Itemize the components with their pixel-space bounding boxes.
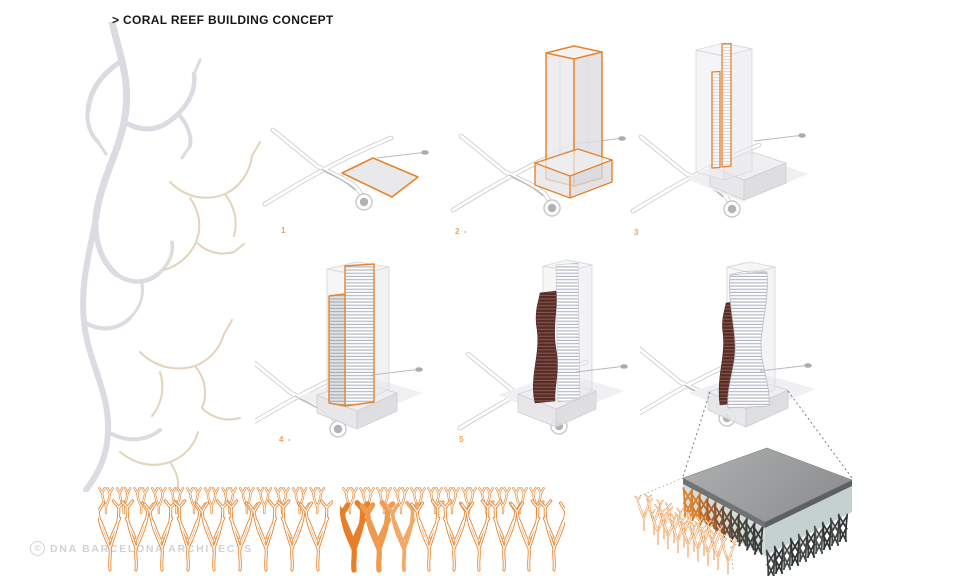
core-slabs: [711, 42, 732, 169]
coral-band-filled: [340, 486, 565, 576]
podium: [534, 148, 613, 199]
construction-guides: [636, 477, 766, 571]
diagram-step-2-envelope: [450, 45, 627, 240]
step-number-2: 2 -: [455, 227, 468, 236]
dark-coral-tower: [533, 290, 558, 404]
page-title: > CORAL REEF BUILDING CONCEPT: [112, 13, 334, 27]
diagram-step-3-core-slabs: [630, 42, 808, 240]
slab-detail: [630, 447, 853, 576]
step-number-4: 4 -: [279, 435, 292, 444]
slab-edge-left: [683, 478, 765, 528]
slab-edge-right: [765, 480, 852, 528]
step-number-1: 1: [281, 226, 287, 235]
diagram-step-6-final-towers: [640, 261, 816, 455]
backdrop-right: [765, 486, 852, 556]
light-tower: [555, 262, 581, 403]
copyright-icon: ©: [30, 541, 45, 556]
diagram-step-4-stacked-floors: [255, 261, 424, 455]
watermark: © DNA BARCELONA ARCHITECTS: [30, 541, 253, 556]
diagram-step-5-organic-form: [440, 259, 629, 455]
step-number-5: 5: [459, 435, 465, 444]
coral-band-outline: [98, 486, 333, 576]
site-parallelogram: [341, 157, 419, 198]
coral-branch-decoration: [80, 22, 261, 492]
diagram-step-1-site-outline: [255, 30, 430, 240]
step-number-3: 3: [634, 228, 640, 237]
copyright-text: DNA BARCELONA ARCHITECTS: [50, 542, 253, 555]
plated-tower: [328, 263, 375, 407]
